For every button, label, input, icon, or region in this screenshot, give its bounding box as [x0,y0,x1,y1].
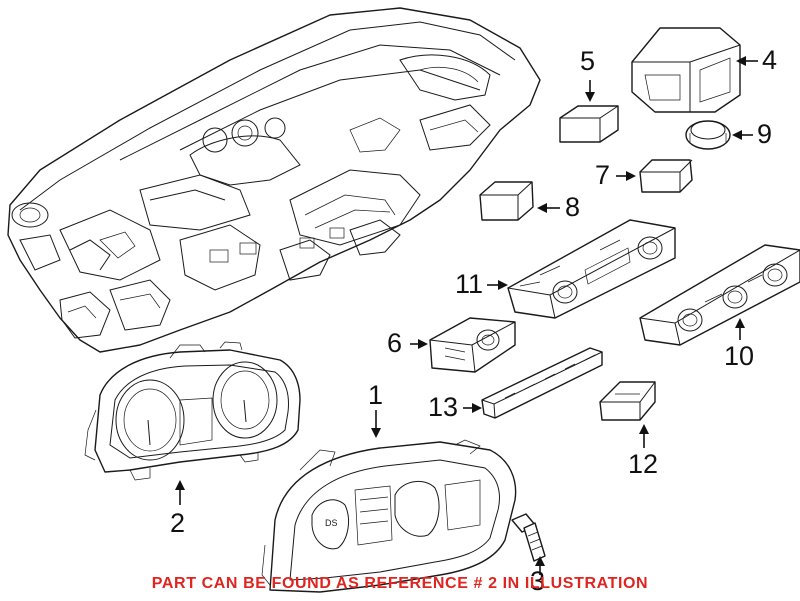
callout-2: 2 [170,508,186,538]
arrow-2-head [175,480,185,490]
arrow-5-head [585,92,595,102]
instrument-cluster-1 [261,439,517,593]
dashboard-frame [7,7,541,353]
arrow-13-head [472,403,482,413]
callout-1: 1 [368,380,384,410]
control-module-4 [631,27,741,113]
arrow-11-head [498,280,508,290]
reference-note: PART CAN BE FOUND AS REFERENCE # 2 IN IL… [151,575,649,592]
switch-7 [639,159,693,193]
light-switch-6 [429,317,516,373]
callout-8: 8 [565,192,581,222]
climate-panel-11 [507,219,676,319]
arrow-6-head [418,339,428,349]
callout-5: 5 [580,46,596,76]
callout-13: 13 [428,392,459,422]
switch-8 [479,181,534,221]
callout-6: 6 [387,328,403,358]
leader-arrows [175,56,758,575]
callout-9: 9 [757,119,773,149]
arrow-7-head [626,171,636,181]
climate-panel-10 [639,244,800,346]
switch-12 [599,381,656,421]
callout-4: 4 [762,45,778,75]
callout-7: 7 [595,160,611,190]
bolt-3 [511,513,546,562]
instrument-cluster-2 [84,341,301,481]
arrow-9-head [732,130,742,140]
arrow-12-head [639,424,649,434]
switch-5 [559,105,619,143]
arrow-8-head [537,203,547,213]
arrow-1-head [371,428,381,438]
callout-3: 3 [530,566,546,596]
arrow-10-head [735,318,745,328]
knob-9 [685,120,731,150]
cluster-display-text: DS [325,518,338,528]
switch-panel-13 [481,347,603,419]
arrow-3-head [535,556,545,566]
callout-11: 11 [455,269,484,299]
arrow-4-head [736,56,746,66]
callout-10: 10 [724,341,755,371]
callout-12: 12 [628,449,659,479]
